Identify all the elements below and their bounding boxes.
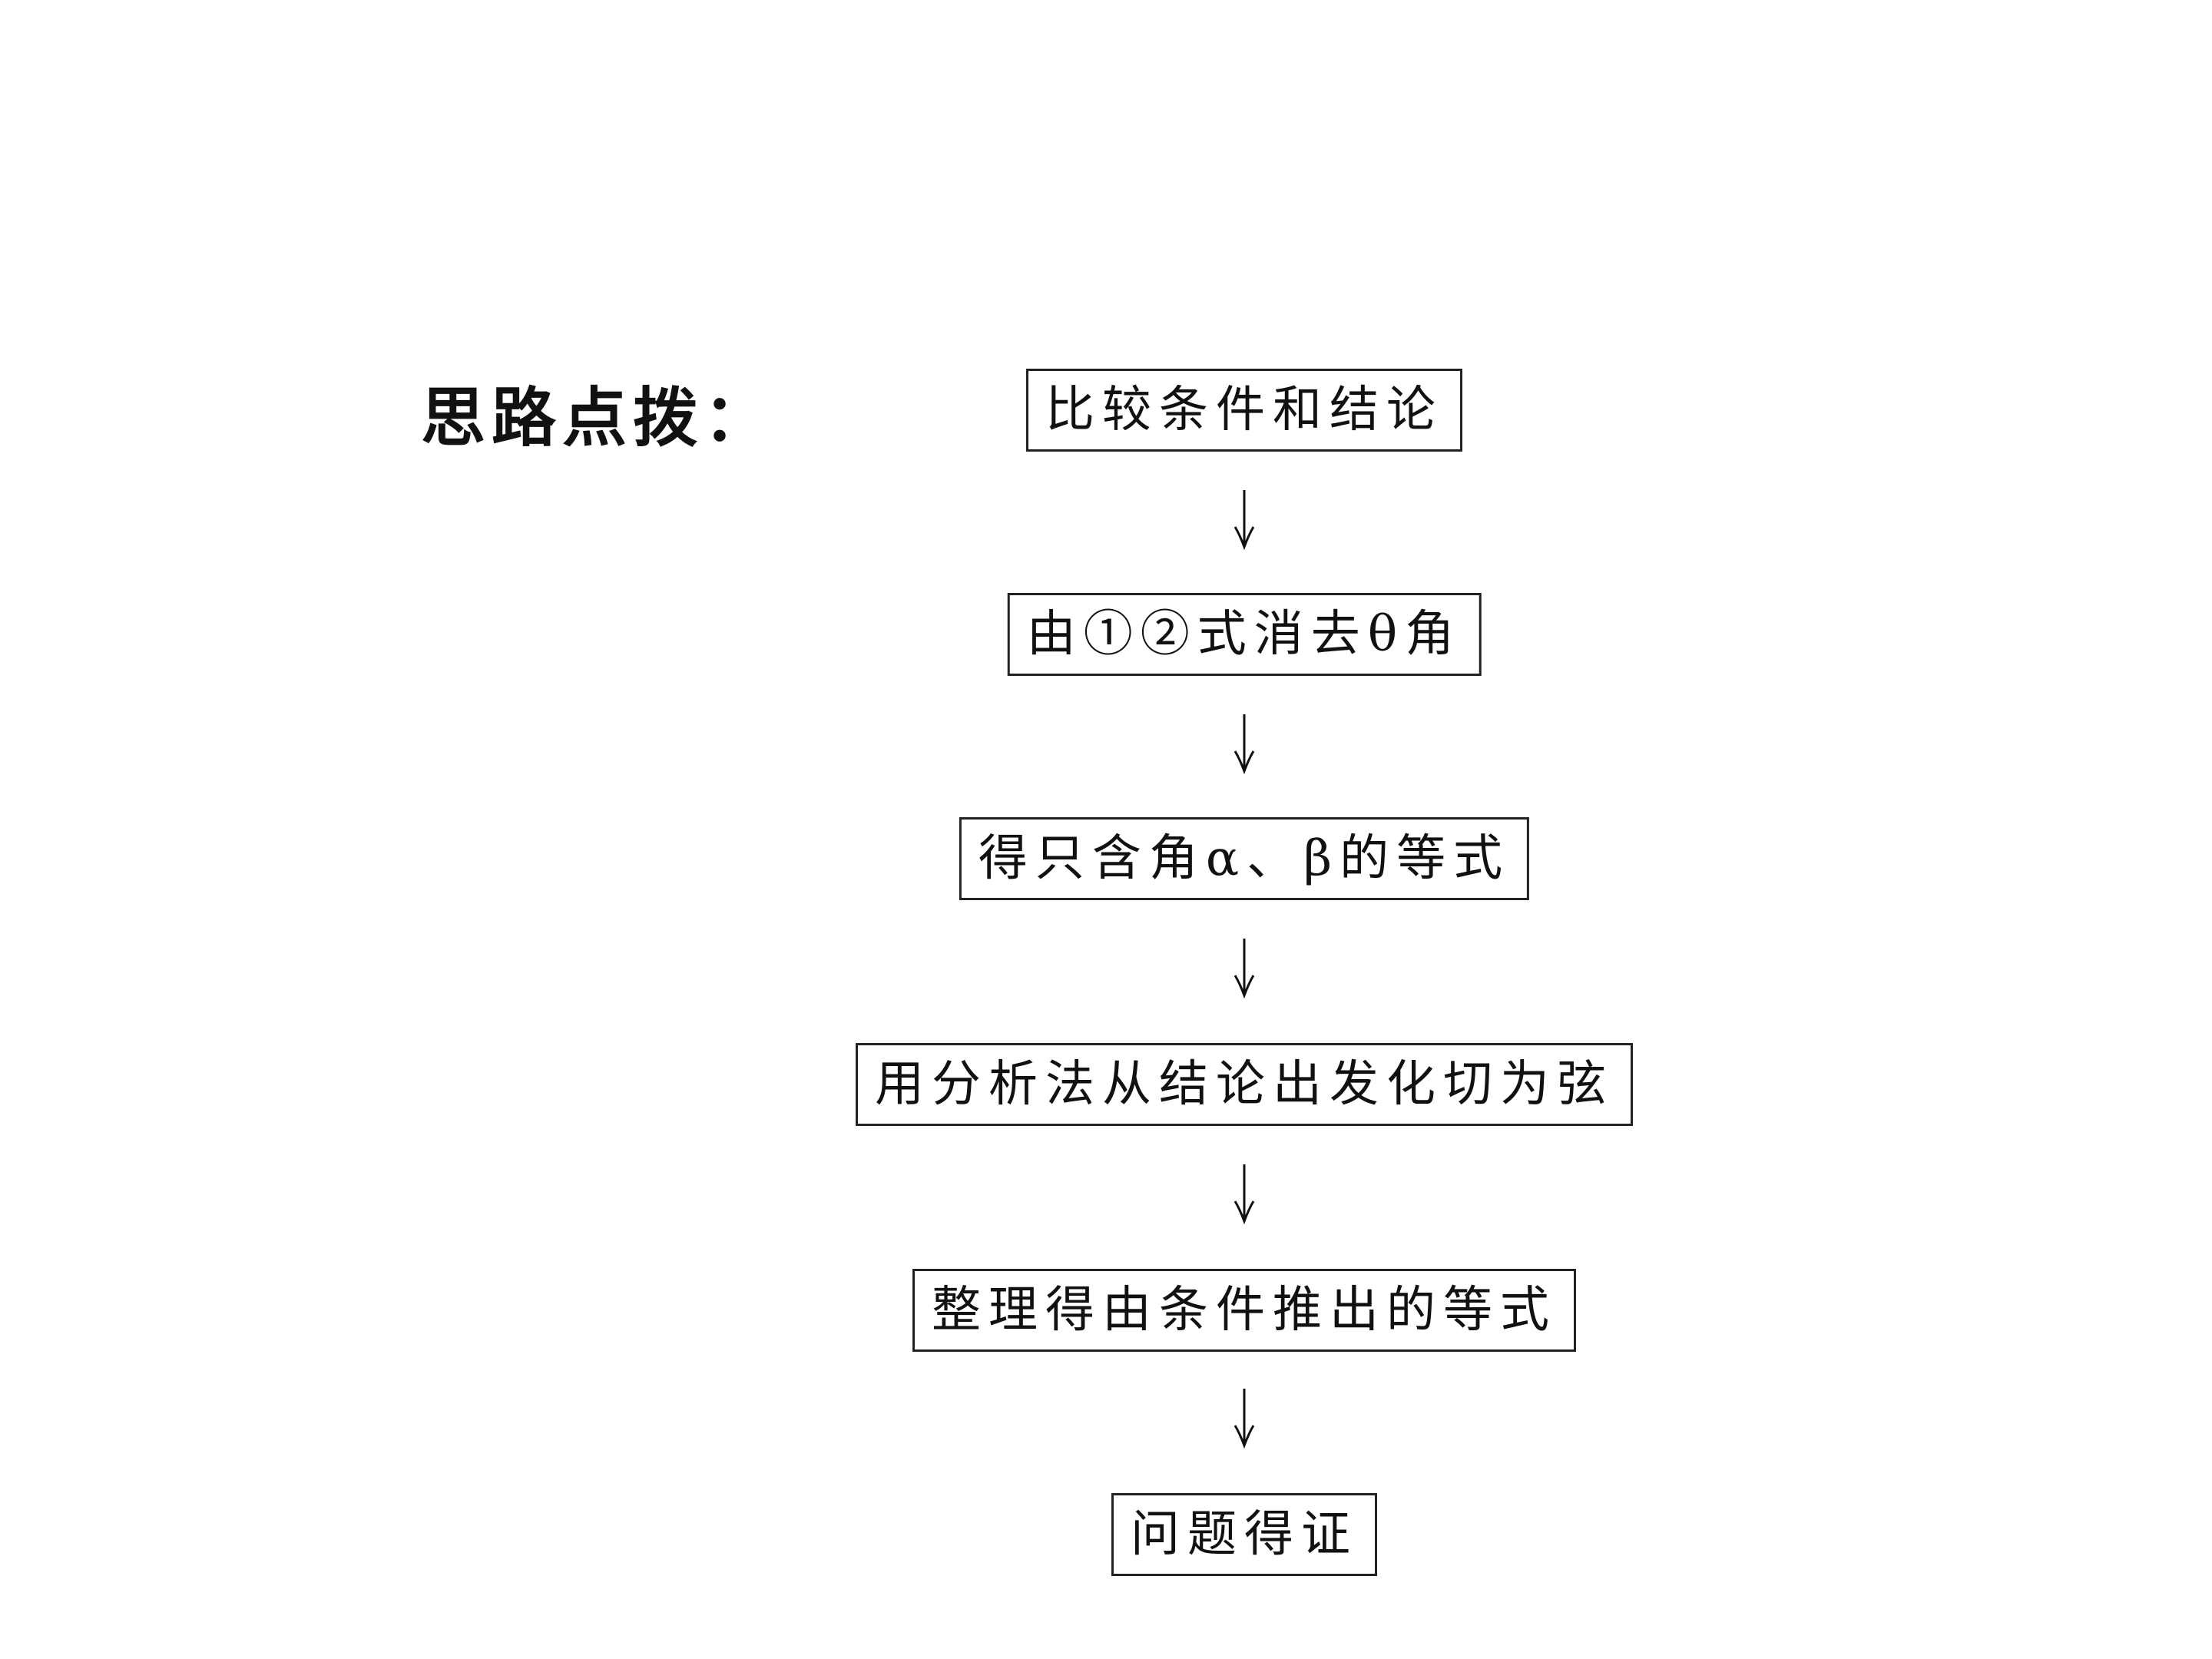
flow-step-3: 得只含角α、β的等式 (959, 817, 1530, 900)
flow-step-4: 用分析法从结论出发化切为弦 (856, 1043, 1633, 1126)
flow-step-2: 由①②式消去θ角 (1007, 593, 1482, 676)
flow-step-6: 问题得证 (1111, 1493, 1377, 1576)
down-arrow-icon (1229, 1163, 1260, 1224)
down-arrow-icon (1229, 1387, 1260, 1449)
down-arrow-icon (1229, 713, 1260, 774)
flowchart: 比较条件和结论 由①②式消去θ角 得只含角α、β的等式 用分析法从结论出发化切为… (768, 0, 1720, 1659)
down-arrow-icon (1229, 937, 1260, 998)
flow-step-5: 整理得由条件推出的等式 (912, 1269, 1576, 1352)
heading-label: 思路点拨： (421, 380, 775, 455)
flow-step-1: 比较条件和结论 (1026, 369, 1462, 452)
down-arrow-icon (1229, 488, 1260, 550)
